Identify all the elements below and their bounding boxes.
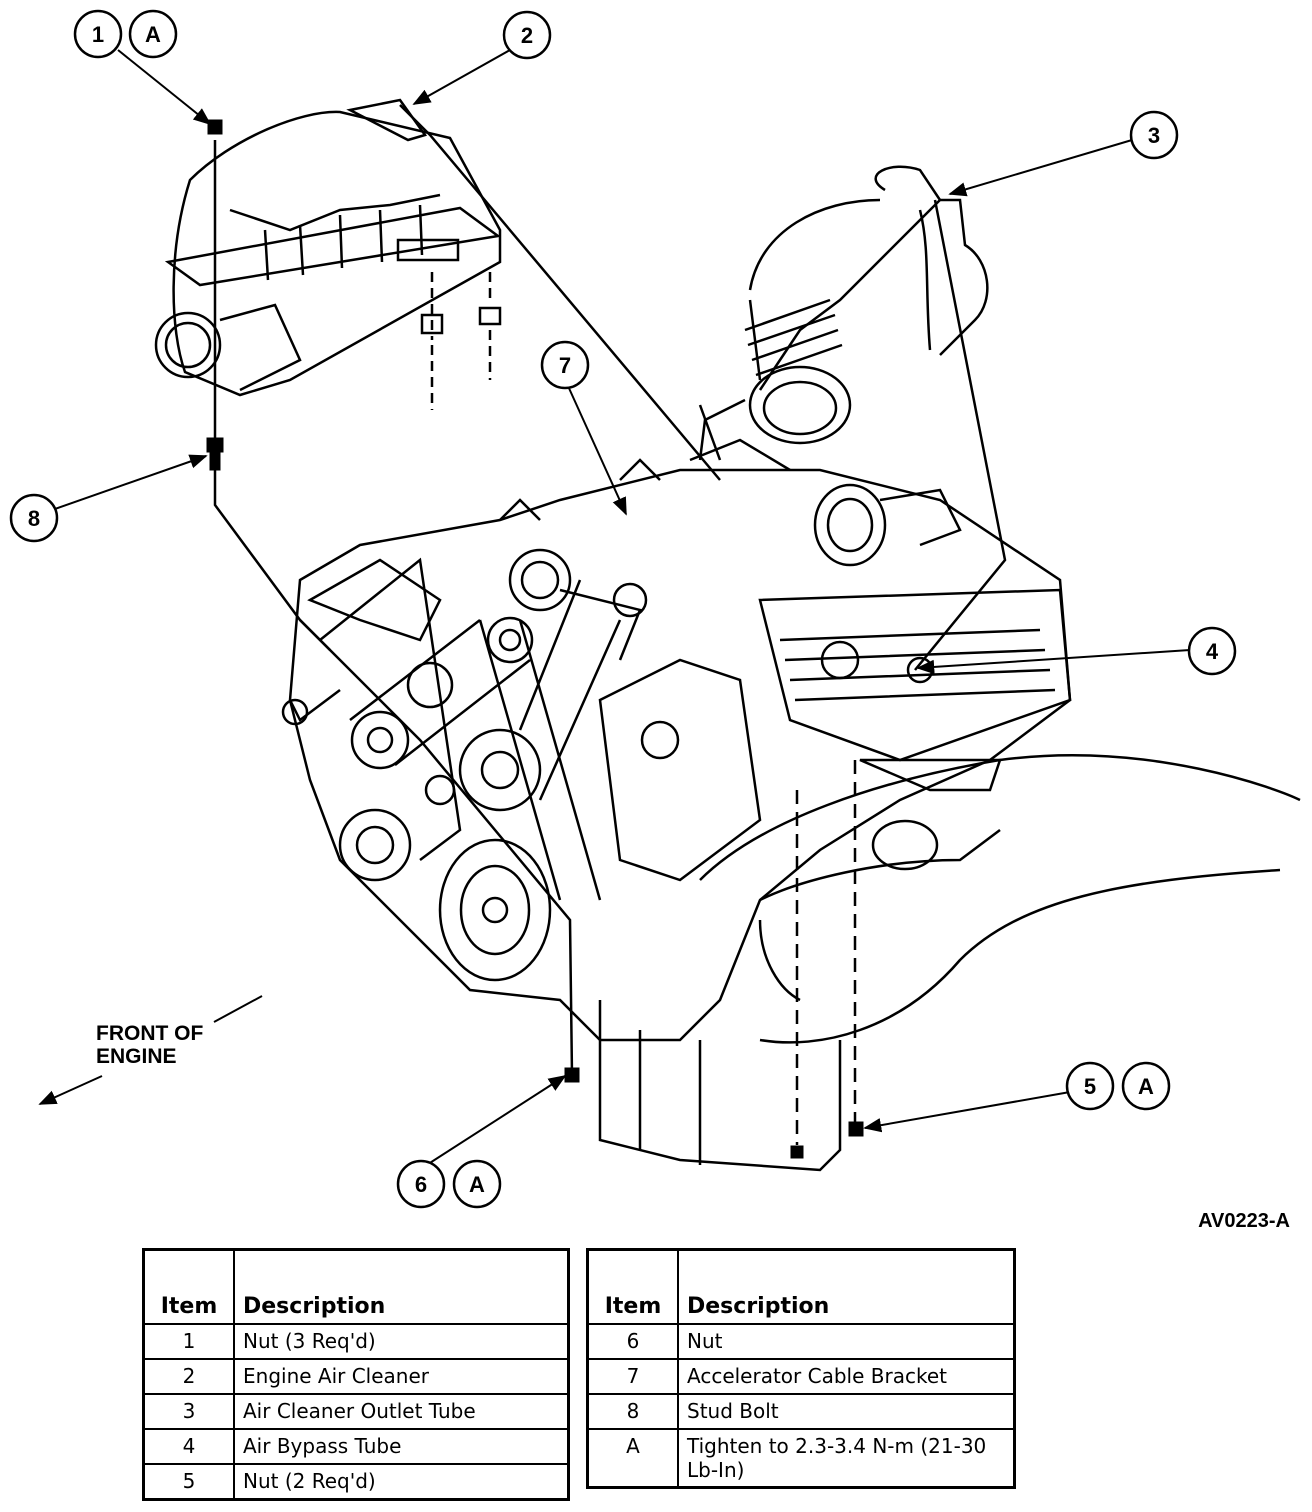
legend-header-row: Item Description xyxy=(142,1248,570,1325)
item-cell: 5 xyxy=(142,1463,235,1501)
item-cell: 8 xyxy=(586,1393,679,1430)
outlet-tube-illustration xyxy=(744,165,989,445)
fender-illustration xyxy=(598,754,1301,1172)
table-row: 5 Nut (2 Req'd) xyxy=(142,1463,570,1501)
callout-8: 8 xyxy=(9,493,59,543)
svg-text:A: A xyxy=(1138,1074,1154,1099)
callout-4: 4 xyxy=(1187,626,1237,676)
pulley-illustration xyxy=(319,557,622,982)
description-cell: Tighten to 2.3-3.4 N-m (21-30 Lb-In) xyxy=(677,1428,1016,1489)
front-label-line-2: ENGINE xyxy=(96,1045,177,1068)
callout-6-a: A xyxy=(452,1159,502,1209)
figure-code: AV0223-A xyxy=(1198,1210,1290,1232)
legend-table-right: Item Description 6 Nut 7 Accelerator Cab… xyxy=(586,1248,1016,1489)
svg-text:A: A xyxy=(469,1172,485,1197)
table-row: 1 Nut (3 Req'd) xyxy=(142,1323,570,1360)
description-cell: Air Cleaner Outlet Tube xyxy=(233,1393,570,1430)
front-label-line-1: FRONT OF xyxy=(96,1022,204,1045)
leader-lines xyxy=(38,49,1191,1169)
svg-text:8: 8 xyxy=(28,506,40,531)
header-item: Item xyxy=(142,1248,235,1325)
fastener-lines xyxy=(213,104,1007,1076)
item-cell: 2 xyxy=(142,1358,235,1395)
svg-text:6: 6 xyxy=(415,1172,427,1197)
table-row: 7 Accelerator Cable Bracket xyxy=(586,1358,1016,1395)
header-item: Item xyxy=(586,1248,679,1325)
svg-text:A: A xyxy=(145,22,161,47)
description-cell: Stud Bolt xyxy=(677,1393,1016,1430)
description-cell: Engine Air Cleaner xyxy=(233,1358,570,1395)
svg-text:3: 3 xyxy=(1148,123,1160,148)
table-row: 4 Air Bypass Tube xyxy=(142,1428,570,1465)
description-cell: Nut xyxy=(677,1323,1016,1360)
callout-7: 7 xyxy=(540,340,590,390)
item-cell: 3 xyxy=(142,1393,235,1430)
table-row: 6 Nut xyxy=(586,1323,1016,1360)
header-description: Description xyxy=(233,1248,570,1325)
legend-header-row: Item Description xyxy=(586,1248,1016,1325)
callout-2: 2 xyxy=(502,10,552,60)
svg-text:1: 1 xyxy=(92,22,104,47)
description-cell: Nut (3 Req'd) xyxy=(233,1323,570,1360)
item-cell: A xyxy=(586,1428,679,1489)
description-cell: Accelerator Cable Bracket xyxy=(677,1358,1016,1395)
table-row: 2 Engine Air Cleaner xyxy=(142,1358,570,1395)
header-description: Description xyxy=(677,1248,1016,1325)
callout-1: 1 xyxy=(73,9,123,59)
callout-5-a: A xyxy=(1121,1061,1171,1111)
table-row: 8 Stud Bolt xyxy=(586,1393,1016,1430)
callout-1-a: A xyxy=(128,9,178,59)
svg-text:2: 2 xyxy=(521,23,533,48)
table-row: A Tighten to 2.3-3.4 N-m (21-30 Lb-In) xyxy=(586,1428,1016,1489)
description-cell: Nut (2 Req'd) xyxy=(233,1463,570,1501)
callout-3: 3 xyxy=(1129,110,1179,160)
item-cell: 6 xyxy=(586,1323,679,1360)
table-row: 3 Air Cleaner Outlet Tube xyxy=(142,1393,570,1430)
engine-diagram: 1 A 2 3 7 8 4 5 A 6 A xyxy=(9,9,1301,1209)
svg-text:4: 4 xyxy=(1206,639,1219,664)
callout-6: 6 xyxy=(396,1159,446,1209)
front-of-engine-label: FRONT OF ENGINE xyxy=(96,1022,203,1068)
item-cell: 4 xyxy=(142,1428,235,1465)
callout-5: 5 xyxy=(1065,1061,1115,1111)
svg-text:5: 5 xyxy=(1084,1074,1096,1099)
item-cell: 1 xyxy=(142,1323,235,1360)
description-cell: Air Bypass Tube xyxy=(233,1428,570,1465)
legend-table-left: Item Description 1 Nut (3 Req'd) 2 Engin… xyxy=(142,1248,570,1501)
item-cell: 7 xyxy=(586,1358,679,1395)
air-cleaner-illustration xyxy=(154,98,502,410)
svg-text:7: 7 xyxy=(559,353,571,378)
fastener-hardware xyxy=(206,119,864,1159)
